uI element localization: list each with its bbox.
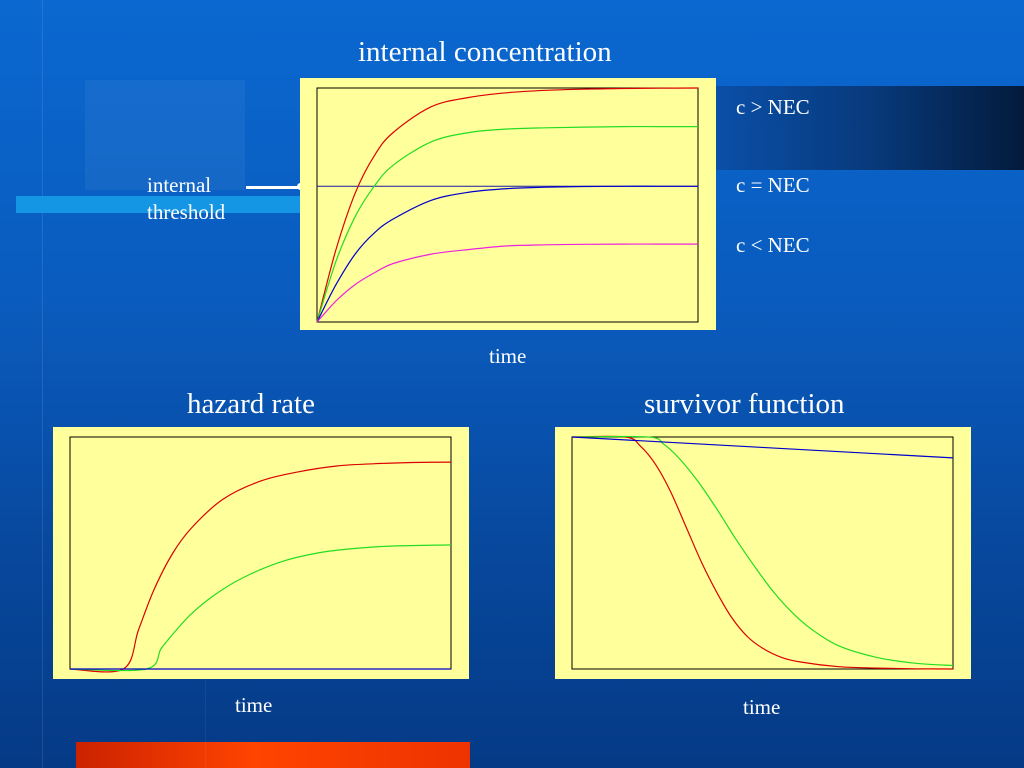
series-line-0-1 [316, 125, 698, 323]
series-line-0-2 [316, 185, 698, 323]
decor-bar-cyan [16, 196, 306, 213]
threshold-label: internal threshold [147, 172, 225, 226]
legend-c-eq-nec: c = NEC [736, 173, 810, 197]
plot-frame [571, 436, 954, 670]
title-internal-concentration: internal concentration [358, 36, 612, 68]
series-line-1-1 [69, 544, 452, 672]
series-line-2-2 [571, 436, 954, 459]
series-line-1-0 [69, 461, 452, 673]
series-line-2-1 [571, 435, 954, 667]
xlabel-hazard-rate: time [235, 693, 273, 717]
series-line-0-0 [316, 87, 699, 323]
decor-bar-dark [716, 86, 1024, 170]
series-line-2-0 [571, 435, 954, 670]
internal-concentration-plot [316, 87, 699, 323]
decor-bar-orange [76, 742, 470, 768]
legend-c-lt-nec: c < NEC [736, 233, 810, 257]
title-hazard-rate: hazard rate [187, 388, 315, 420]
threshold-label-line-1: internal [147, 173, 212, 197]
title-survivor-function: survivor function [644, 388, 845, 420]
legend-c-gt-nec: c > NEC [736, 95, 810, 119]
plot-frame [316, 87, 699, 323]
plot-frame [69, 436, 452, 670]
xlabel-survivor-function: time [743, 695, 781, 719]
hazard-rate-chart [53, 427, 469, 679]
threshold-arrow [246, 183, 304, 190]
survivor-function-plot [571, 435, 954, 670]
internal-concentration-chart [300, 78, 716, 330]
threshold-label-line-2: threshold [147, 200, 226, 224]
decor-vertical-line [42, 0, 43, 768]
decor-square [85, 80, 245, 190]
xlabel-internal-concentration: time [489, 344, 527, 368]
survivor-function-chart [555, 427, 971, 679]
hazard-rate-plot [69, 436, 452, 673]
series-line-0-3 [316, 243, 698, 323]
